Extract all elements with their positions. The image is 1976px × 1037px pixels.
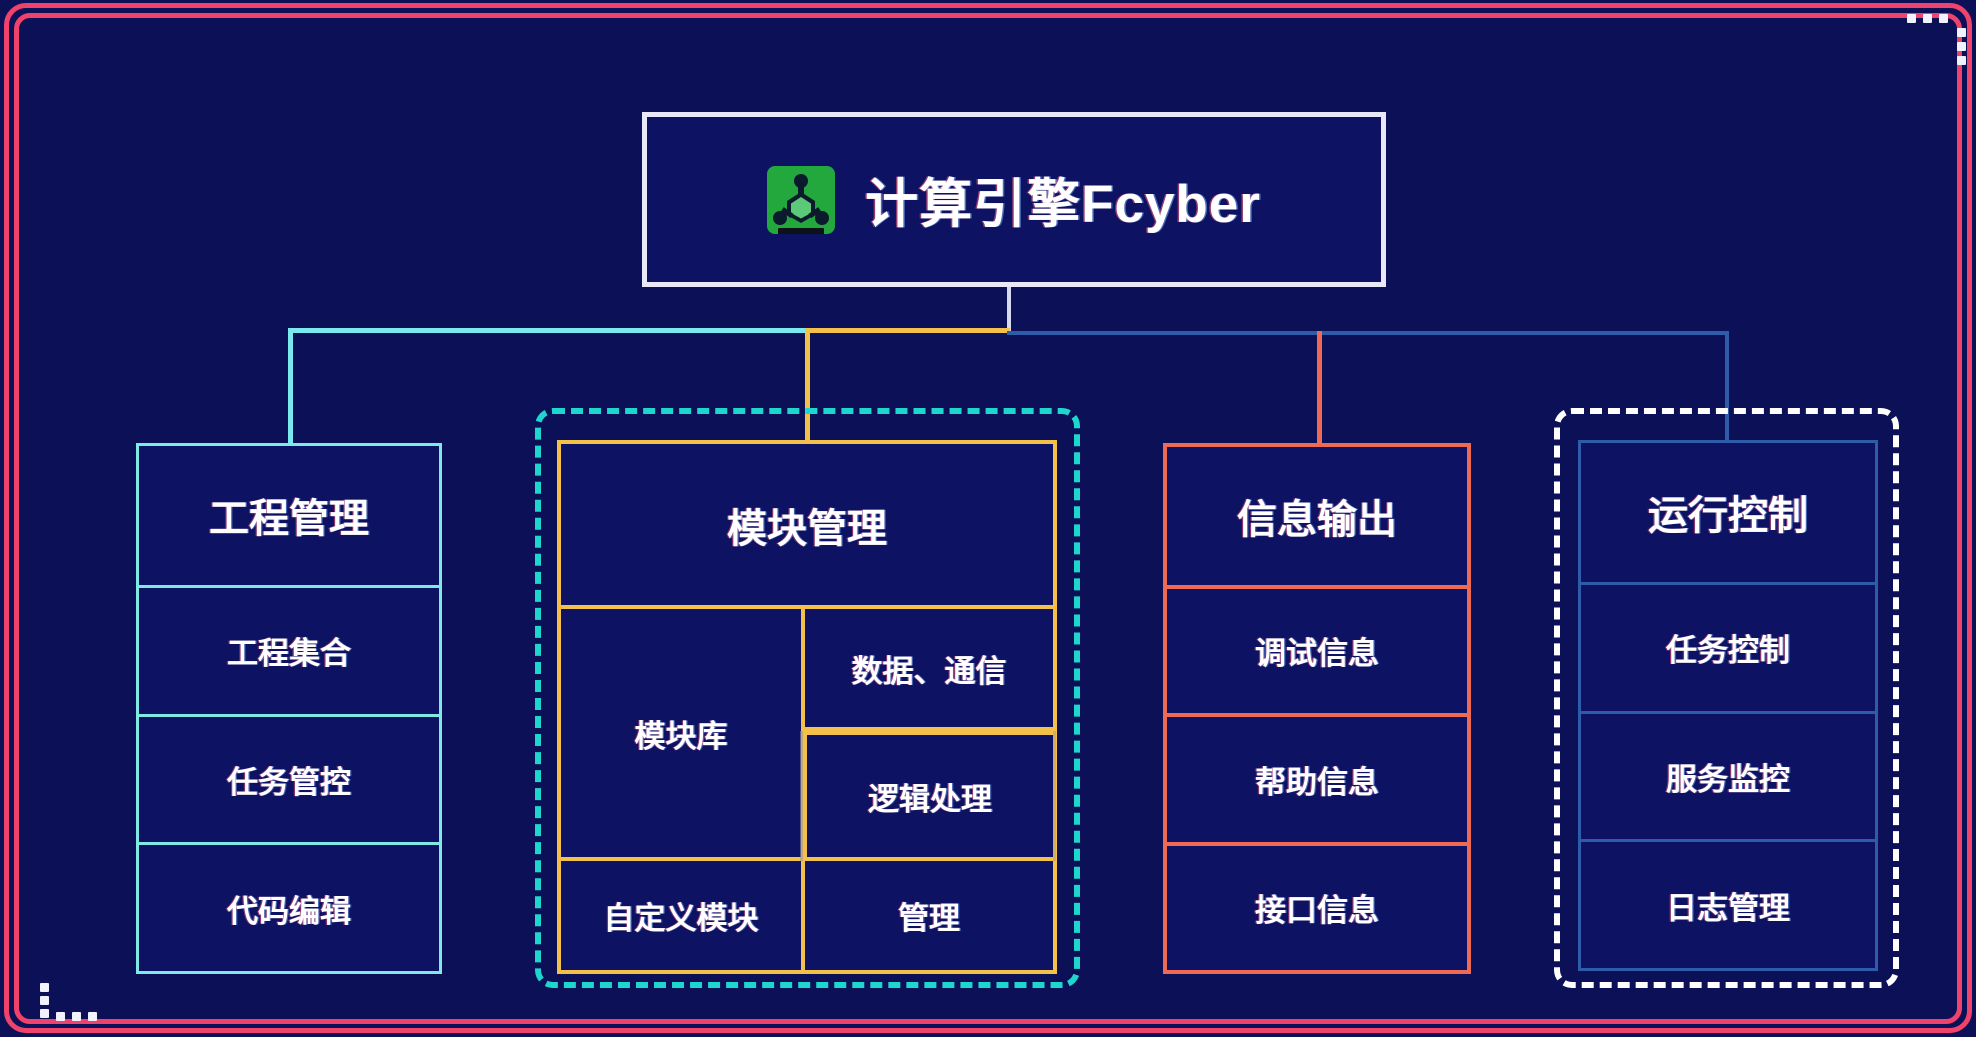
item-management[interactable]: 管理 xyxy=(898,901,961,936)
item-task-control[interactable]: 任务控制 xyxy=(1581,585,1875,714)
resize-handle-top-right-c[interactable] xyxy=(1939,14,1948,23)
item-project-collection[interactable]: 工程集合 xyxy=(139,588,439,717)
connector-drop-column-1 xyxy=(288,328,293,448)
group-information-output[interactable]: 信息输出 调试信息 帮助信息 接口信息 xyxy=(1163,443,1471,974)
connector-drop-column-4 xyxy=(1725,331,1729,448)
connector-trunk-mid xyxy=(805,328,1010,333)
module-management-bottom-row: 自定义模块 管理 xyxy=(561,861,1053,970)
item-module-library[interactable]: 模块库 xyxy=(561,609,806,861)
connector-trunk-left xyxy=(288,328,811,333)
resize-handle-top-right-b[interactable] xyxy=(1923,14,1932,23)
connector-drop-column-3 xyxy=(1317,331,1322,448)
group-runtime-control[interactable]: 运行控制 任务控制 服务监控 日志管理 xyxy=(1578,440,1878,971)
resize-handle-top-right-a[interactable] xyxy=(1907,14,1916,23)
resize-handle-left-c[interactable] xyxy=(40,1009,49,1018)
resize-handle-right-a[interactable] xyxy=(1957,28,1966,37)
resize-handle-right-b[interactable] xyxy=(1957,42,1966,51)
item-custom-module[interactable]: 自定义模块 xyxy=(561,861,806,970)
module-management-middle-row: 模块库 数据、通信 逻辑处理 xyxy=(561,609,1053,861)
connector-drop-column-2 xyxy=(805,328,810,448)
resize-handle-left-b[interactable] xyxy=(40,996,49,1005)
group-header-project-management: 工程管理 xyxy=(139,446,439,588)
resize-handle-left-a[interactable] xyxy=(40,983,49,992)
resize-handle-right-c[interactable] xyxy=(1957,56,1966,65)
resize-handle-bottom-left-c[interactable] xyxy=(88,1012,97,1021)
item-log-management[interactable]: 日志管理 xyxy=(1666,890,1790,926)
group-outline-module-management xyxy=(535,408,1080,988)
resize-handle-bottom-left-a[interactable] xyxy=(56,1012,65,1021)
item-debug-information[interactable]: 调试信息 xyxy=(1167,589,1467,717)
item-data-communication[interactable]: 数据、通信 xyxy=(805,609,1053,731)
group-header-runtime-control: 运行控制 xyxy=(1581,443,1875,585)
item-service-monitoring[interactable]: 服务监控 xyxy=(1581,714,1875,843)
item-task-supervision[interactable]: 任务管控 xyxy=(139,717,439,846)
molecule-node-icon xyxy=(767,165,836,234)
group-header-module-management: 模块管理 xyxy=(561,444,1053,609)
item-help-information[interactable]: 帮助信息 xyxy=(1167,717,1467,846)
group-project-management[interactable]: 工程管理 工程集合 任务管控 代码编辑 xyxy=(136,443,442,974)
module-management-right-stack: 数据、通信 逻辑处理 xyxy=(803,609,1053,861)
root-node-computation-engine[interactable]: 计算引擎Fcyber xyxy=(642,112,1386,287)
group-module-management[interactable]: 模块管理 模块库 数据、通信 逻辑处理 自定义模块 管理 xyxy=(557,440,1057,974)
root-node-title: 计算引擎Fcyber xyxy=(865,174,1261,234)
group-header-information-output: 信息输出 xyxy=(1167,447,1467,589)
connector-trunk-right xyxy=(1007,331,1729,335)
item-code-editing[interactable]: 代码编辑 xyxy=(227,893,351,929)
item-interface-information[interactable]: 接口信息 xyxy=(1255,893,1379,929)
group-outline-runtime-control xyxy=(1554,408,1899,988)
item-logic-processing[interactable]: 逻辑处理 xyxy=(803,731,1053,861)
connector-root-stub xyxy=(1007,287,1011,331)
resize-handle-bottom-left-b[interactable] xyxy=(72,1012,81,1021)
